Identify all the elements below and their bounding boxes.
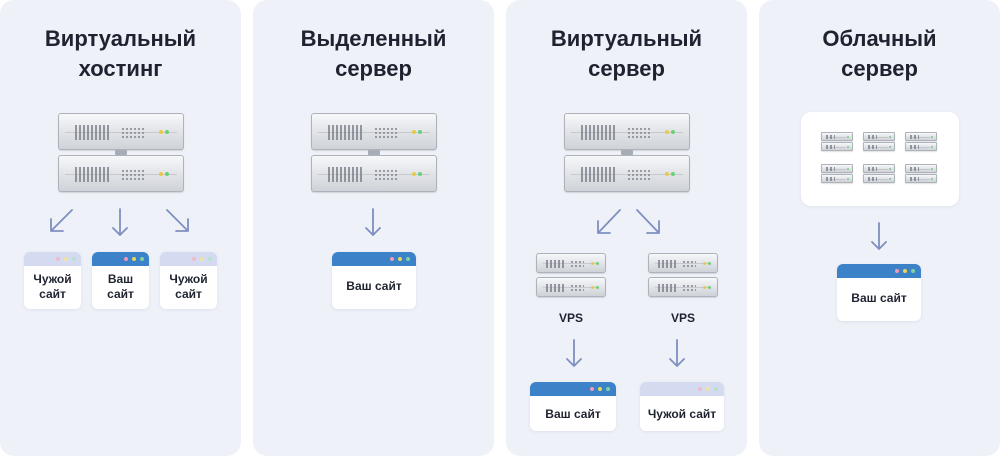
site-card-other: Чужой сайт: [160, 252, 217, 309]
site-card-other: Чужой сайт: [24, 252, 81, 309]
mini-server-icon: [905, 142, 937, 151]
browser-window-icon: [837, 264, 921, 278]
vps-server-icon: [536, 277, 606, 297]
site-label: Ваш сайт: [545, 407, 601, 421]
arrow-down-left-icon: [50, 209, 73, 232]
panel-virtual-server: Виртуальный сервер VPS: [506, 0, 747, 456]
site-card-yours: Ваш сайт: [92, 252, 149, 309]
browser-window-icon: [332, 252, 416, 266]
mini-server-icon: [821, 132, 853, 141]
server-joint: [368, 150, 380, 155]
arrow-down-icon: [566, 339, 582, 367]
mini-server-icon: [863, 142, 895, 151]
site-card-yours: Ваш сайт: [837, 264, 921, 321]
server-joint: [621, 150, 633, 155]
mini-server-icon: [821, 164, 853, 173]
browser-window-icon: [160, 252, 217, 266]
vps-server-icon: [648, 277, 718, 297]
site-card-yours: Ваш сайт: [332, 252, 416, 309]
site-label: Чужой сайт: [169, 272, 208, 301]
arrow-down-right-icon: [636, 209, 660, 234]
server-icon: [311, 155, 437, 192]
server-icon: [58, 155, 184, 192]
arrow-down-left-icon: [597, 209, 621, 234]
mini-server-icon: [905, 164, 937, 173]
panel-title: Выделенный сервер: [300, 26, 447, 81]
vps-server-icon: [648, 253, 718, 273]
browser-window-icon: [640, 382, 724, 396]
server-joint: [115, 150, 127, 155]
mini-server-icon: [821, 142, 853, 151]
server-icon: [58, 113, 184, 150]
vps-label: VPS: [558, 311, 583, 325]
server-icon: [564, 155, 690, 192]
server-icon: [311, 113, 437, 150]
site-label: Ваш сайт: [851, 291, 907, 305]
vps-label: VPS: [670, 311, 695, 325]
server-icon: [564, 113, 690, 150]
arrow-down-icon: [871, 222, 887, 250]
panel-title: Облачный сервер: [822, 26, 937, 81]
site-label: Ваш сайт: [346, 279, 402, 293]
mini-server-icon: [863, 164, 895, 173]
arrow-down-icon: [365, 208, 381, 236]
panel-title: Виртуальный хостинг: [44, 26, 197, 81]
panel-title: Виртуальный сервер: [550, 26, 703, 81]
arrow-down-right-icon: [166, 209, 189, 232]
panel-dedicated-server: Выделенный сервер Ваш сайт: [253, 0, 494, 456]
mini-server-icon: [905, 132, 937, 141]
site-card-other: Чужой сайт: [640, 382, 724, 431]
arrow-down-icon: [112, 208, 128, 236]
site-label: Чужой сайт: [647, 407, 717, 421]
arrow-down-icon: [669, 339, 685, 367]
site-label: Чужой сайт: [33, 272, 72, 301]
panel-virtual-hosting: Виртуальный хостинг Чужой сайт Ваш сайт …: [0, 0, 241, 456]
panel-cloud-server: Облачный сервер Ваш сайт: [759, 0, 1000, 456]
site-card-yours: Ваш сайт: [530, 382, 616, 431]
mini-server-icon: [821, 174, 853, 183]
server-cluster: [801, 112, 959, 206]
vps-server-icon: [536, 253, 606, 273]
browser-window-icon: [92, 252, 149, 266]
mini-server-icon: [863, 132, 895, 141]
browser-window-icon: [530, 382, 616, 396]
mini-server-icon: [863, 174, 895, 183]
mini-server-icon: [905, 174, 937, 183]
site-label: Ваш сайт: [107, 272, 134, 301]
browser-window-icon: [24, 252, 81, 266]
